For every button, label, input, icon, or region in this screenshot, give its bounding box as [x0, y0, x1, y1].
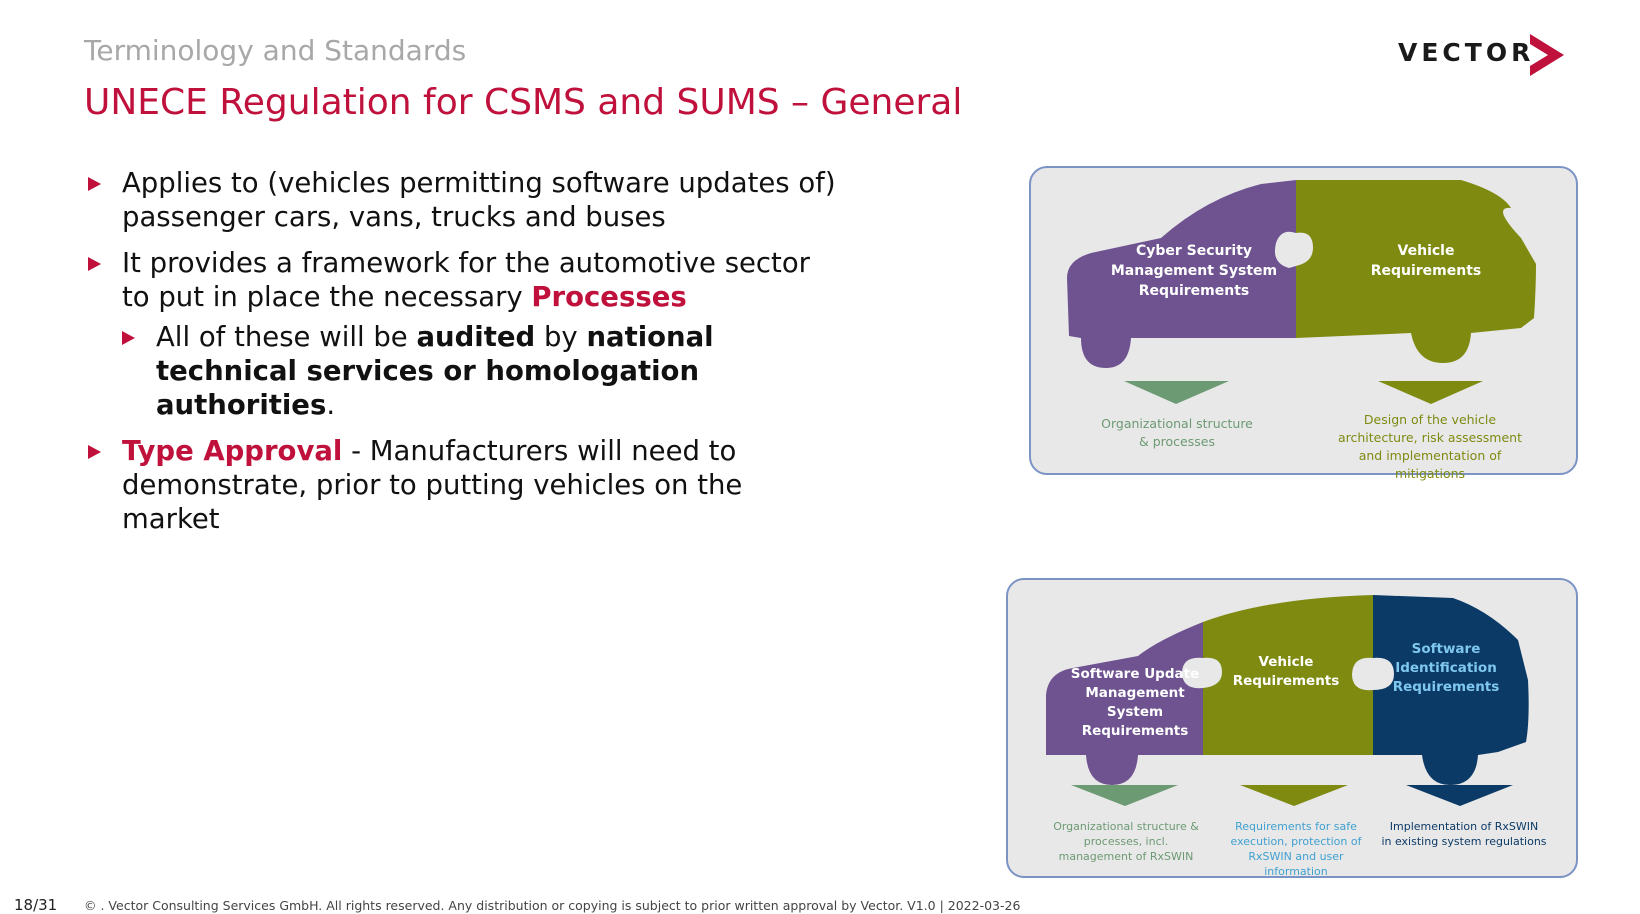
vehicle2-caption-line2: execution, protection of: [1231, 835, 1363, 848]
sums-left-arrow: [1071, 785, 1178, 806]
sums-right-arrow: [1406, 785, 1513, 806]
csms-right-arrow: [1378, 381, 1483, 404]
vehicle2-caption-line4: information: [1264, 865, 1328, 878]
copyright-notice: © . Vector Consulting Services GmbH. All…: [84, 898, 1021, 913]
bullet-emphasis: national technical services or homologat…: [156, 321, 714, 421]
bullet-text: It provides a framework for the automoti…: [122, 247, 810, 313]
sums-navy-piece: [1373, 595, 1529, 785]
csms-diagram: Cyber Security Management System Require…: [1029, 166, 1578, 481]
csms-left-arrow: [1124, 381, 1229, 404]
sums-label-line1: Software Update: [1071, 666, 1199, 682]
bullet-emphasis: audited: [416, 321, 536, 353]
swid-label-line2: Identification: [1395, 660, 1497, 676]
bullet-arrow-icon: [122, 331, 135, 345]
section-title: Terminology and Standards: [84, 34, 467, 67]
csms-label-line1: Cyber Security: [1136, 243, 1252, 259]
bullet-type-approval: Type Approval - Manufacturers will need …: [84, 434, 844, 536]
sums-caption-line1: Organizational structure &: [1053, 820, 1199, 833]
bullet-emphasis: Processes: [531, 281, 687, 313]
swid-label-line1: Software: [1412, 641, 1481, 657]
csms-label-line2: Management System: [1111, 263, 1277, 279]
sums-caption-line2: processes, incl.: [1084, 835, 1168, 848]
bullet-arrow-icon: [88, 445, 101, 459]
vehicle2-label-line1: Vehicle: [1259, 654, 1314, 670]
bullet-framework: It provides a framework for the automoti…: [84, 246, 844, 314]
bullet-text: by: [535, 321, 587, 353]
sums-caption-line3: management of RxSWIN: [1059, 850, 1194, 863]
bullet-arrow-icon: [88, 257, 101, 271]
csms-label-line3: Requirements: [1139, 283, 1250, 299]
vehicle2-caption-line1: Requirements for safe: [1235, 820, 1357, 833]
csms-olive-piece: [1296, 180, 1536, 363]
sums-diagram: Software Update Management System Requir…: [1006, 578, 1578, 878]
bullet-emphasis: Type Approval: [122, 435, 343, 467]
sums-label-line2: Management: [1085, 685, 1185, 701]
vehicle-caption-line1: Design of the vehicle: [1364, 412, 1496, 427]
vehicle2-caption-line3: RxSWIN and user: [1248, 850, 1344, 863]
swid-caption-line2: in existing system regulations: [1381, 835, 1546, 848]
csms-caption-line1: Organizational structure: [1101, 416, 1253, 431]
vehicle-label-line2: Requirements: [1371, 263, 1482, 279]
vehicle2-label-line2: Requirements: [1233, 673, 1340, 689]
bullet-arrow-icon: [88, 177, 101, 191]
bullet-text: - Manufacturers will need to demonstrate…: [122, 435, 743, 535]
bullet-text: .: [326, 389, 336, 421]
bullet-text: Applies to (vehicles permitting software…: [122, 167, 836, 233]
csms-purple-piece: [1067, 180, 1296, 368]
csms-car-illustration: Cyber Security Management System Require…: [1067, 180, 1536, 481]
sums-label-line3: System: [1107, 704, 1163, 720]
swid-label-line3: Requirements: [1393, 679, 1500, 695]
vehicle-caption-line3: and implementation of: [1359, 448, 1502, 463]
vehicle-caption-line4: mitigations: [1395, 466, 1465, 481]
bullet-list: Applies to (vehicles permitting software…: [84, 166, 844, 548]
sub-bullet-audited: All of these will be audited by national…: [118, 320, 844, 422]
sums-label-line4: Requirements: [1082, 723, 1189, 739]
sums-car-illustration: Software Update Management System Requir…: [1046, 595, 1547, 878]
vehicle-label-line1: Vehicle: [1398, 243, 1455, 259]
page-title: UNECE Regulation for CSMS and SUMS – Gen…: [84, 82, 963, 123]
sums-mid-arrow: [1240, 785, 1348, 806]
sums-olive-piece: [1203, 595, 1373, 755]
logo-chevron-icon: [1530, 34, 1564, 76]
page-number: 18/31: [14, 896, 58, 914]
bullet-applies: Applies to (vehicles permitting software…: [84, 166, 844, 234]
bullet-text: All of these will be: [156, 321, 417, 353]
swid-caption-line1: Implementation of RxSWIN: [1390, 820, 1538, 833]
csms-caption-line2: & processes: [1139, 434, 1215, 449]
logo-text: VECTOR: [1398, 38, 1535, 67]
sums-purple-piece: [1046, 622, 1203, 785]
vehicle-caption-line2: architecture, risk assessment: [1338, 430, 1522, 445]
